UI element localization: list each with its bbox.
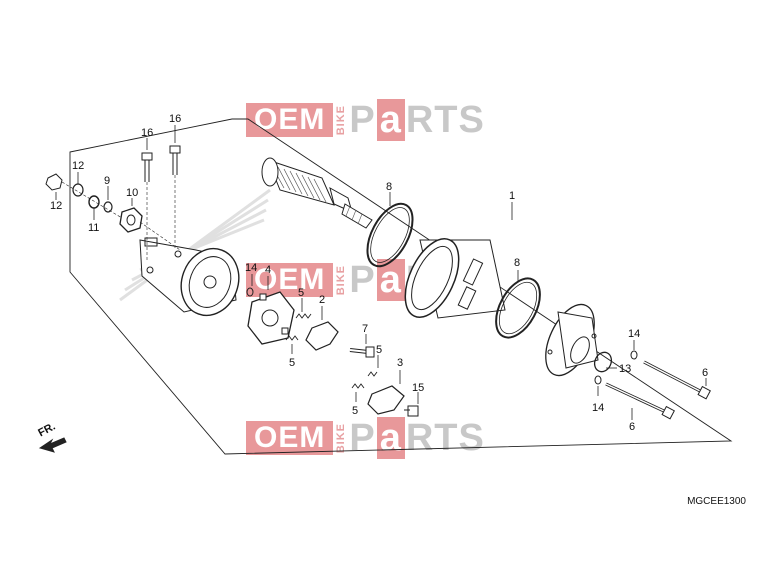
callout-16b: 16 bbox=[169, 113, 181, 125]
callout-14b: 14 bbox=[628, 328, 640, 340]
callout-9: 9 bbox=[104, 175, 110, 187]
nut-12 bbox=[45, 173, 63, 191]
callout-2: 2 bbox=[319, 294, 325, 306]
o-ring-upper bbox=[366, 202, 414, 268]
o-ring-13 bbox=[593, 351, 613, 373]
watermark-oem: OEM bbox=[246, 103, 334, 137]
callout-6b: 6 bbox=[629, 421, 635, 433]
callout-7: 7 bbox=[362, 323, 368, 335]
callout-10: 10 bbox=[126, 187, 138, 199]
assembly-boundary bbox=[69, 118, 733, 455]
callout-11: 11 bbox=[88, 222, 99, 234]
callout-4: 4 bbox=[265, 264, 271, 276]
washer-14-lower bbox=[594, 375, 602, 385]
spring-5b bbox=[285, 335, 299, 341]
terminal-2 bbox=[305, 321, 339, 351]
washer-14-left bbox=[246, 287, 254, 297]
bolt-6-upper bbox=[643, 360, 711, 400]
callout-5c: 5 bbox=[376, 344, 382, 356]
o-ring-lower bbox=[495, 277, 541, 339]
motor-yoke bbox=[404, 238, 506, 319]
callout-16a: 16 bbox=[141, 127, 153, 139]
brush-holder bbox=[247, 291, 295, 345]
spring-5d bbox=[351, 383, 365, 389]
callout-14c: 14 bbox=[592, 402, 604, 414]
callout-5a: 5 bbox=[298, 287, 304, 299]
callout-14a: 14 bbox=[245, 262, 257, 274]
diagram-code: MGCEE1300 bbox=[687, 496, 746, 507]
bolt-16-right bbox=[169, 145, 181, 175]
callout-3: 3 bbox=[397, 357, 403, 369]
nut-10 bbox=[119, 207, 143, 233]
callout-8a: 8 bbox=[386, 181, 392, 193]
rear-cover bbox=[545, 303, 599, 377]
bolt-16-left bbox=[141, 152, 153, 182]
spring-5c bbox=[367, 371, 378, 377]
bolt-7 bbox=[349, 346, 375, 358]
terminal-3 bbox=[367, 385, 405, 415]
callout-5d: 5 bbox=[352, 405, 358, 417]
armature bbox=[261, 157, 373, 229]
callout-12b: 12 bbox=[50, 200, 62, 212]
callout-13: 13 bbox=[619, 363, 631, 375]
callout-15: 15 bbox=[412, 382, 424, 394]
callout-labels: 1 2 3 4 5 5 5 5 6 6 7 8 8 9 10 11 12 12 … bbox=[50, 113, 708, 433]
washer-9 bbox=[103, 201, 113, 213]
spring-5a bbox=[295, 313, 312, 319]
watermark-oem: OEM bbox=[246, 263, 334, 297]
callout-6a: 6 bbox=[702, 367, 708, 379]
watermark-oem: OEM bbox=[246, 421, 334, 455]
callout-1: 1 bbox=[509, 190, 515, 202]
callout-5b: 5 bbox=[289, 357, 295, 369]
front-cover bbox=[139, 237, 240, 317]
callout-12a: 12 bbox=[72, 160, 84, 172]
washer-14-right bbox=[630, 350, 638, 360]
washer-11 bbox=[88, 195, 100, 209]
washer-12 bbox=[72, 183, 84, 197]
callout-8b: 8 bbox=[514, 257, 520, 269]
bolt-15 bbox=[404, 405, 419, 417]
direction-arrow-icon bbox=[38, 437, 67, 453]
bolt-6-lower bbox=[605, 382, 675, 420]
